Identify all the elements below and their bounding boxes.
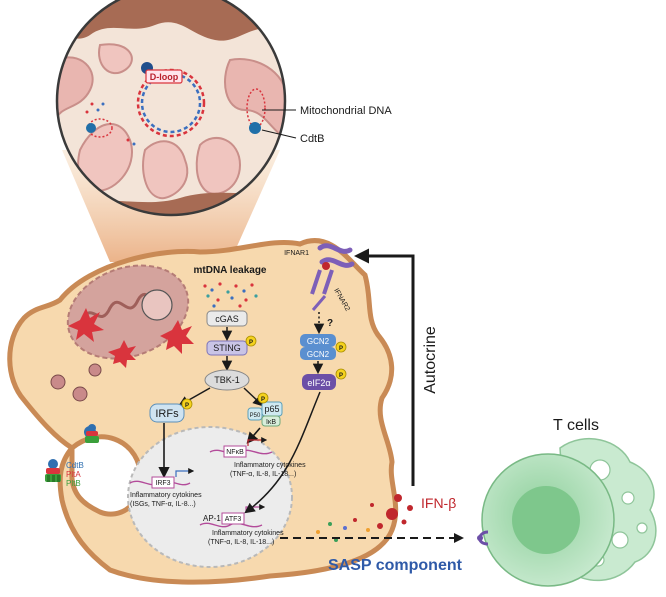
irf-cytokines-line1: Inflammatory cytokines	[130, 492, 202, 499]
cdtb-zoom-label: CdtB	[300, 133, 324, 145]
sting-phospho	[245, 335, 257, 347]
irf3-gene-label: IRF3	[155, 480, 170, 487]
autocrine-arrow	[354, 248, 415, 486]
toxin-pocket-icon	[85, 424, 99, 443]
gcn2-phospho	[335, 341, 347, 353]
ifnar-receptor	[310, 243, 355, 311]
ap1-label: AP-1	[203, 514, 221, 523]
p65-phospho	[257, 392, 269, 404]
gcn2-box-2	[300, 347, 336, 360]
irfs-phospho	[181, 398, 193, 410]
t-cell-nucleus	[512, 486, 580, 554]
sting-label: STING	[213, 343, 241, 353]
legend-pltb: PltB	[66, 479, 81, 488]
irf-cytokines-line2: (ISGs, TNF-α, IL-8...)	[130, 501, 196, 508]
gcn2-label-2: GCN2	[307, 350, 330, 359]
gcn2-box-1	[300, 334, 336, 347]
ifnar1-label: IFNAR1	[284, 250, 309, 257]
sasp-particles	[316, 518, 370, 542]
nucleus	[127, 426, 293, 568]
damage-burst-1	[68, 308, 104, 342]
eif2a-label: eIF2α	[307, 378, 330, 388]
tbk1-shape	[204, 369, 250, 391]
legend-plta: PltA	[66, 470, 81, 479]
mitochondrion	[66, 264, 190, 360]
irf3-transcription-arrow	[175, 468, 195, 477]
damage-burst-2	[160, 320, 194, 354]
irfs-label: IRFs	[155, 408, 179, 420]
p65-phospho-label: P	[261, 397, 265, 403]
irfs-box	[149, 403, 185, 423]
mtdna-leakage-cloud	[203, 282, 258, 308]
tbk1-label: TBK-1	[214, 375, 240, 385]
nfkb-gene-box	[223, 445, 247, 458]
damage-burst-3	[108, 340, 136, 368]
gcn2-phospho-label: P	[339, 346, 343, 352]
mtdna-label: Mitochondrial DNA	[300, 105, 392, 117]
irf3-gene-box	[151, 476, 175, 489]
nfkb-cytokines-line2: (TNF-α, IL-8, IL-18...)	[230, 471, 296, 478]
mtdna-fragment-left	[86, 118, 113, 138]
eif2a-phospho	[335, 368, 347, 380]
toxin-legend-icon	[45, 459, 61, 482]
eif2a-box	[302, 374, 336, 390]
dloop-label: D-loop	[150, 72, 179, 82]
question-mark: ?	[327, 318, 333, 329]
ifn-bound-ligand	[322, 262, 330, 270]
autocrine-label: Autocrine	[422, 326, 439, 394]
atf3-gene-label: ATF3	[225, 516, 242, 523]
atf3-gene-box	[221, 512, 245, 525]
cdtb-leader-line	[261, 129, 297, 139]
cgas-box	[206, 310, 248, 327]
t-cell-receptor	[477, 530, 489, 546]
dloop-box	[145, 69, 183, 84]
cdtb-vesicle-1	[50, 374, 66, 390]
ifn-particles	[370, 494, 413, 529]
ap1-cytokines-line1: Inflammatory cytokines	[212, 530, 284, 537]
arrow-tbk1-p65	[243, 387, 264, 407]
p65-label: p65	[264, 404, 279, 414]
cdtb-vesicle-2	[72, 386, 88, 402]
irfs-phospho-label: P	[185, 403, 189, 409]
mtdna-leakage-label: mtDNA leakage	[194, 265, 267, 276]
zoom-circle-border	[55, 0, 287, 217]
ikb-box	[261, 415, 281, 427]
eif2a-phospho-label: P	[339, 373, 343, 379]
nfkb-transcription-arrow	[247, 437, 268, 446]
mitochondria-zoom-content	[57, 0, 285, 215]
t-cells-label: T cells	[553, 417, 599, 434]
gcn2-label-1: GCN2	[307, 337, 330, 346]
legend-cdtb: CdtB	[66, 461, 84, 470]
sting-phospho-label: P	[249, 340, 253, 346]
ap1-cytokines-line2: (TNF-α, IL-8, IL-18...)	[208, 539, 274, 546]
arrow-eif2a-atf3	[244, 391, 321, 514]
sasp-label: SASP component	[328, 557, 463, 574]
p50-label: P50	[250, 413, 261, 419]
dna-dots	[85, 102, 136, 146]
nfkb-gene-label: NFκB	[226, 449, 244, 456]
nfkb-cytokines-line1: Inflammatory cytokines	[234, 462, 306, 469]
atf3-dna-strand	[199, 522, 263, 528]
ifn-beta-label: IFN-β	[421, 495, 456, 511]
cdtb-vesicle-3	[88, 363, 102, 377]
mtdna-fragment-right	[246, 88, 266, 134]
sting-box	[206, 340, 248, 356]
cgas-label: cGAS	[215, 314, 239, 324]
ikb-label: IκB	[266, 419, 276, 426]
